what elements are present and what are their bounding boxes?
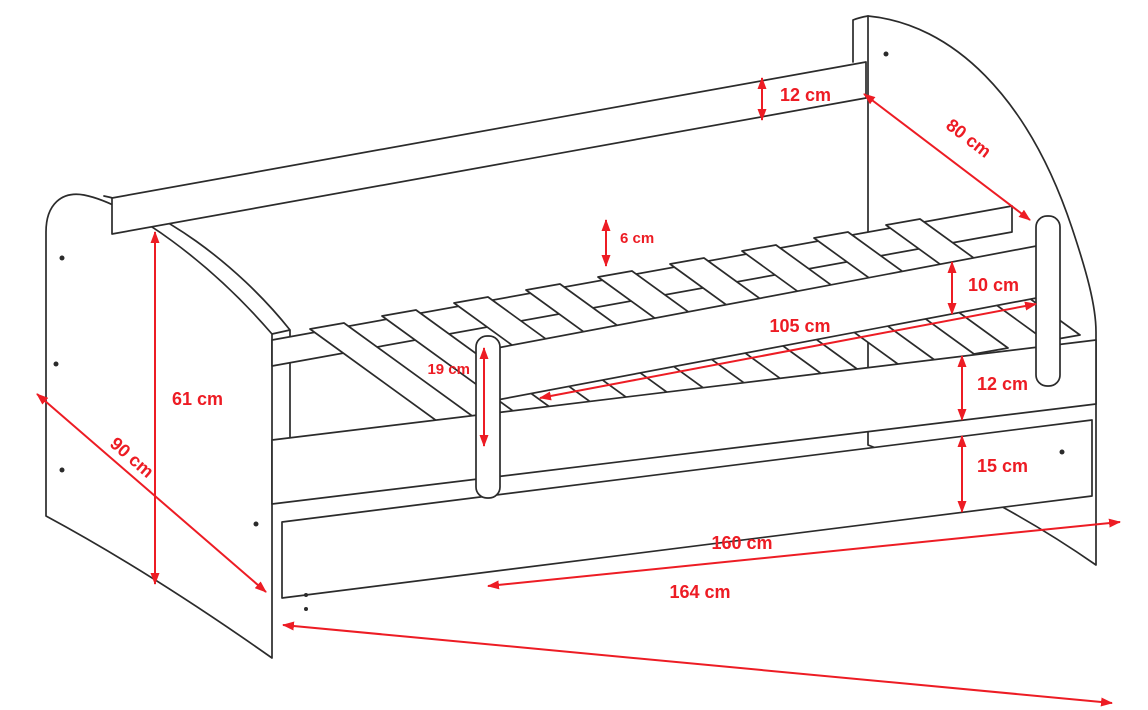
dimension-label-inner-length: 160 cm [711, 533, 772, 553]
dimension-label-side-rail-height: 12 cm [977, 374, 1028, 394]
screw-cap [53, 361, 59, 367]
dimension-lines [36, 77, 1121, 707]
dimension-label-overall-length: 164 cm [669, 582, 730, 602]
dimension-arrow-inner-length [487, 518, 1121, 590]
dimension-arrow-overall-length [282, 621, 1113, 707]
screw-cap [883, 51, 889, 57]
dimension-label-barrier-board-height: 10 cm [968, 275, 1019, 295]
dimension-label-barrier-length: 105 cm [769, 316, 830, 336]
foot-panel [45, 193, 273, 659]
screw-cap [253, 521, 259, 527]
drawer-front [281, 419, 1093, 599]
screw-cap [59, 467, 65, 473]
screw-cap [304, 607, 308, 611]
dimension-arrow-overall-width [36, 393, 267, 593]
screw-cap [304, 593, 308, 597]
far-top-rail [111, 61, 867, 235]
dimension-label-slat-gap: 6 cm [620, 230, 654, 247]
dimension-label-drawer-front-height: 15 cm [977, 456, 1028, 476]
dimension-arrow-barrier-length [539, 301, 1037, 401]
screw-cap [59, 255, 65, 261]
screw-cap [1059, 449, 1065, 455]
barrier-post-right [1035, 215, 1061, 387]
dimension-label-barrier-post-height: 19 cm [427, 361, 470, 378]
dimension-label-top-rail-height: 12 cm [780, 85, 831, 105]
bed-drawing [45, 15, 1097, 659]
barrier-post-left [475, 335, 501, 499]
dimension-arrow-bed-width [863, 93, 1031, 221]
head-panel-thickness-edge [852, 15, 869, 63]
dimension-label-headboard-height: 61 cm [172, 389, 223, 409]
